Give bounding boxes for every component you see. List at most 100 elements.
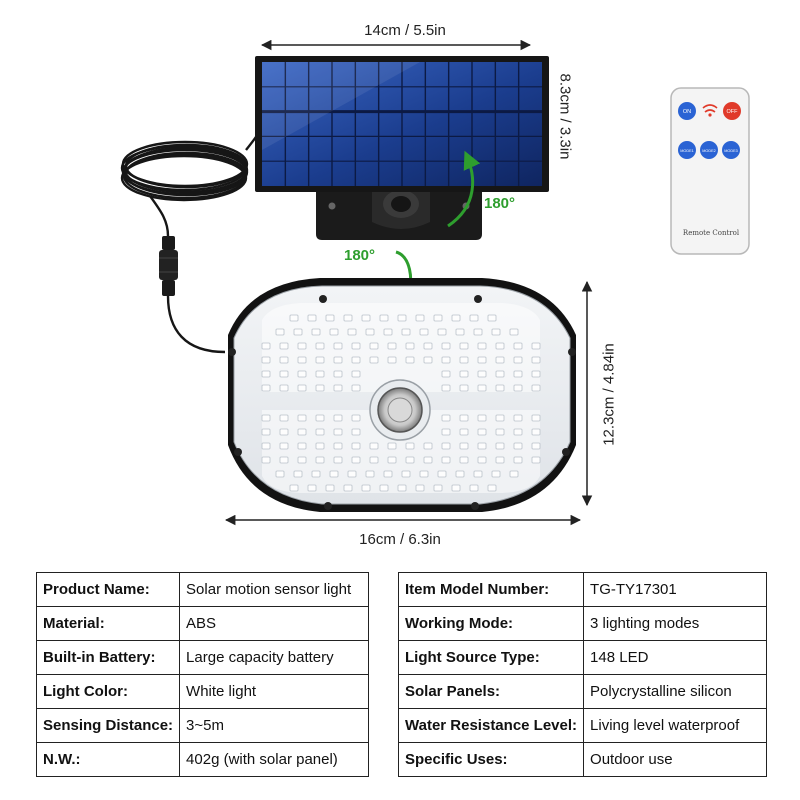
led-chip <box>441 342 451 350</box>
led-chip <box>379 314 389 322</box>
led-chip <box>289 314 299 322</box>
led-chip <box>477 456 487 464</box>
spec-key: Sensing Distance: <box>35 708 181 743</box>
led-chip <box>275 328 285 336</box>
led-chip <box>477 428 487 436</box>
led-chip <box>351 456 361 464</box>
coiled-cable <box>120 119 264 354</box>
rotation-label-panel: 180° <box>484 195 516 212</box>
led-chip <box>315 342 325 350</box>
led-chip <box>531 370 541 378</box>
led-chip <box>495 456 505 464</box>
led-chip <box>333 384 343 392</box>
led-chip <box>379 484 389 492</box>
led-chip <box>401 470 411 478</box>
led-chip <box>307 314 317 322</box>
led-chip <box>279 384 289 392</box>
cable-connector <box>159 236 178 296</box>
led-chip <box>261 414 271 422</box>
led-chip <box>261 384 271 392</box>
led-chip <box>423 342 433 350</box>
led-chip <box>437 470 447 478</box>
dim-label-lamp-width: 16cm / 6.3in <box>359 531 441 548</box>
led-chip <box>333 370 343 378</box>
led-chip <box>351 384 361 392</box>
led-chip <box>495 356 505 364</box>
led-chip <box>315 442 325 450</box>
led-chip <box>333 414 343 422</box>
led-chip <box>531 456 541 464</box>
led-chip <box>441 428 451 436</box>
spec-value: ABS <box>179 606 370 641</box>
led-chip <box>473 470 483 478</box>
led-chip <box>415 314 425 322</box>
led-chip <box>307 484 317 492</box>
led-chip <box>487 314 497 322</box>
led-chip <box>477 442 487 450</box>
remote-control: ON OFF MODE1 MODE2 MODE3 <box>670 87 750 255</box>
spec-value: Outdoor use <box>583 742 768 777</box>
led-chip <box>495 370 505 378</box>
led-chip <box>513 384 523 392</box>
remote-button-label: OFF <box>727 109 739 115</box>
remote-button-mode1 <box>678 141 696 159</box>
led-chip <box>405 442 415 450</box>
led-array <box>261 314 541 492</box>
remote-control-label: Remote Control <box>682 229 740 237</box>
led-chip <box>333 456 343 464</box>
led-chip <box>531 428 541 436</box>
led-chip <box>383 470 393 478</box>
spec-key: N.W.: <box>35 742 181 777</box>
led-chip <box>311 328 321 336</box>
led-chip <box>441 370 451 378</box>
led-chip <box>365 328 375 336</box>
remote-button-on <box>678 102 696 120</box>
led-chip <box>333 442 343 450</box>
led-chip <box>491 328 501 336</box>
led-chip <box>279 428 289 436</box>
led-chip <box>531 356 541 364</box>
led-chip <box>315 456 325 464</box>
spec-value: Large capacity battery <box>179 640 370 675</box>
led-chip <box>469 314 479 322</box>
led-chip <box>275 470 285 478</box>
led-chip <box>289 484 299 492</box>
spec-row: Working Mode:3 lighting modes <box>397 606 768 641</box>
spec-value: Solar motion sensor light <box>179 572 370 607</box>
led-chip <box>459 456 469 464</box>
led-chip <box>315 414 325 422</box>
led-chip <box>419 328 429 336</box>
spec-row: Product Name:Solar motion sensor light <box>35 572 370 607</box>
led-chip <box>325 484 335 492</box>
led-chip <box>387 356 397 364</box>
spec-row: Light Color:White light <box>35 674 370 709</box>
led-chip <box>387 442 397 450</box>
led-chip <box>513 342 523 350</box>
rotation-label-lamp: 180° <box>344 247 376 264</box>
led-chip <box>441 356 451 364</box>
led-chip <box>495 342 505 350</box>
spec-row: Sensing Distance:3~5m <box>35 708 370 743</box>
led-chip <box>297 428 307 436</box>
spec-value: 402g (with solar panel) <box>179 742 370 777</box>
spec-key: Product Name: <box>35 572 181 607</box>
led-chip <box>491 470 501 478</box>
led-chip <box>261 356 271 364</box>
led-chip <box>351 342 361 350</box>
product-illustration: ON OFF MODE1 MODE2 MODE3 <box>120 39 750 526</box>
led-chip <box>311 470 321 478</box>
led-chip <box>347 328 357 336</box>
led-chip <box>423 442 433 450</box>
led-chip <box>351 414 361 422</box>
spec-key: Item Model Number: <box>397 572 585 607</box>
led-chip <box>387 342 397 350</box>
led-chip <box>397 484 407 492</box>
spec-row: Specific Uses:Outdoor use <box>397 742 768 777</box>
spec-row: Water Resistance Level:Living level wate… <box>397 708 768 743</box>
spec-row: Built-in Battery:Large capacity battery <box>35 640 370 675</box>
led-chip <box>441 414 451 422</box>
spec-key: Material: <box>35 606 181 641</box>
led-chip <box>297 356 307 364</box>
led-chip <box>477 370 487 378</box>
led-chip <box>415 484 425 492</box>
